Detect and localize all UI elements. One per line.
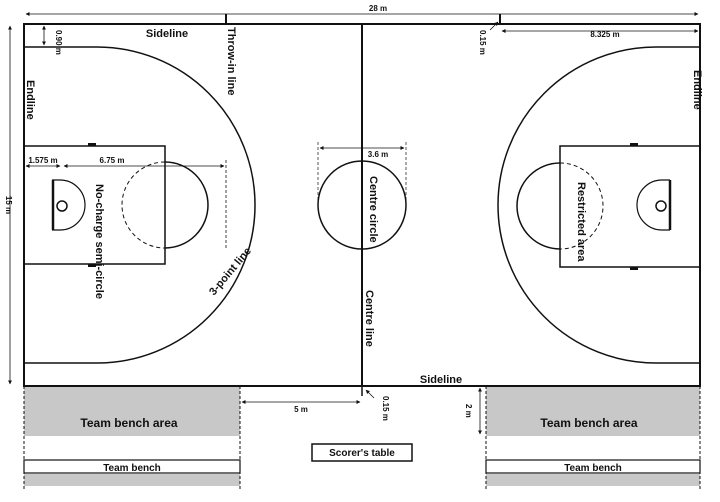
scorers-table xyxy=(311,443,413,462)
lane-mark-left-2 xyxy=(88,264,96,267)
dim-text-015-top: 0.15 m xyxy=(478,30,487,55)
bench-strip-left xyxy=(24,474,240,486)
lane-mark-right-1 xyxy=(630,143,638,146)
dim-text-centre-circle: 3.6 m xyxy=(368,150,388,159)
label-team-bench-left: Team bench xyxy=(103,463,161,474)
team-bench-area-right xyxy=(486,386,700,436)
team-bench-right xyxy=(485,459,701,474)
no-charge-semicircle-left xyxy=(52,179,86,231)
label-endline-right: Endline xyxy=(691,70,703,110)
three-point-line-right xyxy=(497,46,700,364)
dim-text-090: 0.90 m xyxy=(54,30,63,55)
basket-left xyxy=(56,200,68,212)
label-centre-circle: Centre circle xyxy=(367,176,379,243)
label-sideline-bottom: Sideline xyxy=(420,374,462,386)
label-team-bench-right: Team bench xyxy=(564,463,622,474)
label-restricted-area: Restricted area xyxy=(575,182,587,262)
team-bench-area-left xyxy=(24,386,240,436)
dim-text-015-bottom: 0.15 m xyxy=(381,396,390,421)
dim-015-top-arrow xyxy=(489,21,499,31)
label-scorers-table: Scorer's table xyxy=(329,448,395,459)
label-centre-line: Centre line xyxy=(363,290,375,347)
label-sideline-top: Sideline xyxy=(146,28,188,40)
dim-015-bottom-arrow xyxy=(365,389,375,399)
no-charge-semicircle-right xyxy=(636,179,670,231)
lane-mark-left-1 xyxy=(88,143,96,146)
dim-text-8325: 8.325 m xyxy=(590,30,619,39)
lane-mark-right-2 xyxy=(630,267,638,270)
dim-text-2m: 2 m xyxy=(464,404,473,418)
free-throw-circle-left-solid xyxy=(164,161,209,249)
label-team-bench-area-left: Team bench area xyxy=(80,416,177,430)
three-point-line-left xyxy=(24,46,256,364)
label-width: 15 m xyxy=(4,196,13,214)
bench-strip-right xyxy=(486,474,700,486)
free-throw-circle-right-dashed xyxy=(559,162,604,250)
label-team-bench-area-right: Team bench area xyxy=(540,416,637,430)
basket-right xyxy=(655,200,667,212)
free-throw-circle-left-dashed xyxy=(121,161,166,249)
label-no-charge-semi-circle: No-charge semi-circle xyxy=(93,184,105,299)
dim-text-675: 6.75 m xyxy=(100,156,125,165)
dim-text-5m: 5 m xyxy=(294,405,308,414)
dim-text-1575: 1.575 m xyxy=(28,156,57,165)
label-endline-left: Endline xyxy=(24,80,36,120)
team-bench-left xyxy=(23,459,241,474)
free-throw-circle-right-solid xyxy=(516,162,561,250)
label-throw-in-line: Throw-in line xyxy=(225,27,237,95)
label-length: 28 m xyxy=(369,4,387,13)
